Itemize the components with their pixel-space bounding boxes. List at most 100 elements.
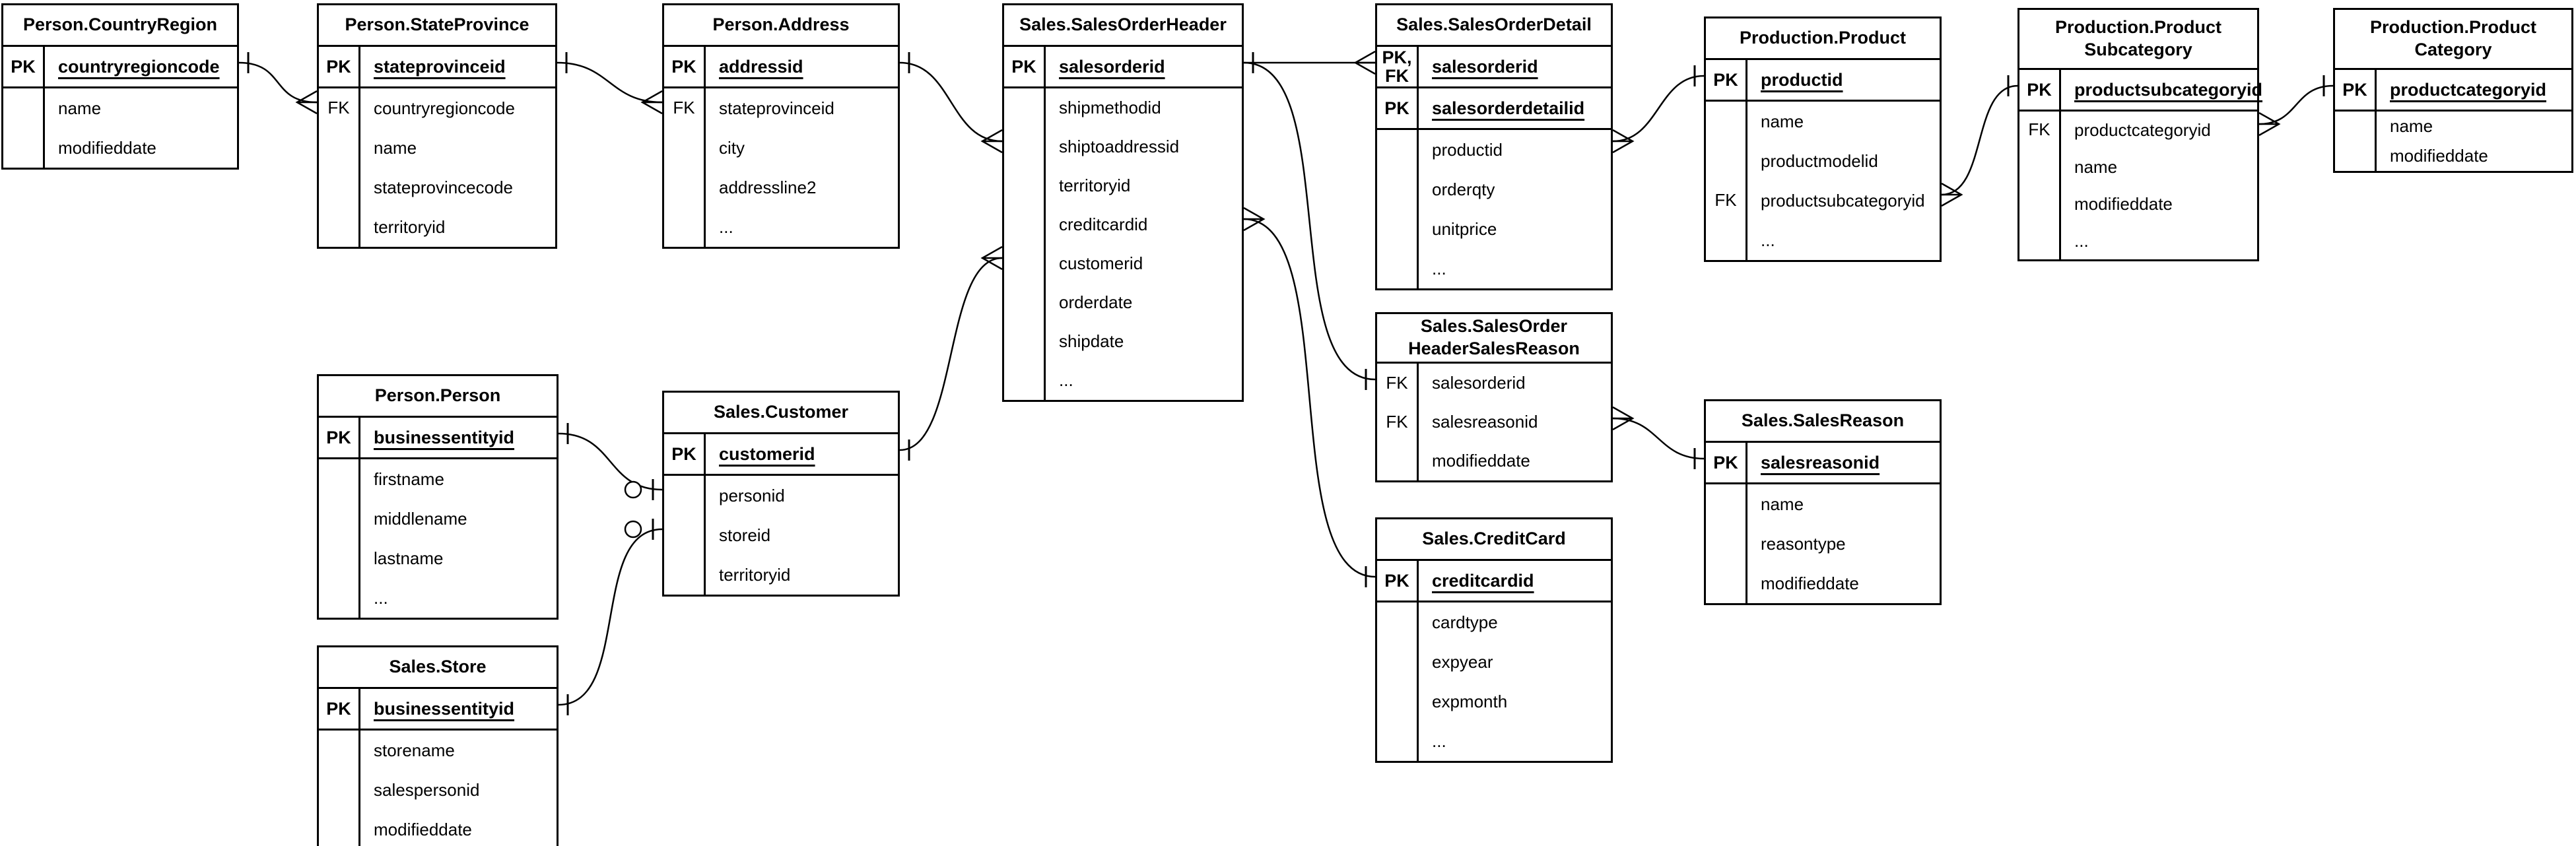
key-attribute-name: salesorderid xyxy=(1432,56,1538,77)
relationship-salesorderheader-creditcard[interactable] xyxy=(1243,207,1376,587)
attribute-name: stateprovinceid xyxy=(719,98,834,118)
relationship-address-salesorderheader[interactable] xyxy=(899,52,1003,154)
key-flag xyxy=(664,515,706,555)
relationship-salesorderdetail-product[interactable] xyxy=(1612,65,1705,154)
attribute-row: customerid xyxy=(1004,244,1242,283)
key-attribute-name: productsubcategoryid xyxy=(2074,79,2263,100)
key-flag: PK xyxy=(2335,70,2377,110)
entity-title: Person.Person xyxy=(319,376,557,418)
relationship-person-customer[interactable] xyxy=(558,423,663,500)
attribute-name: storeid xyxy=(719,525,771,545)
relationship-line xyxy=(1941,84,2018,196)
attribute-name: unitprice xyxy=(1432,218,1497,239)
key-flag xyxy=(1004,283,1046,322)
key-flag xyxy=(1377,170,1419,209)
relationship-salesorderheader-salesorderdetail[interactable] xyxy=(1244,50,1376,75)
attribute-row: name xyxy=(2019,148,2257,185)
relationship-countryregion-stateprovince[interactable] xyxy=(238,52,318,115)
key-flag xyxy=(319,578,360,618)
relationship-line xyxy=(558,432,663,491)
key-flag: PK xyxy=(1706,443,1747,482)
key-flag xyxy=(2019,148,2061,185)
attribute-name: ... xyxy=(374,587,388,608)
key-flag xyxy=(319,207,360,247)
key-flag xyxy=(1377,721,1419,761)
key-flag: PK xyxy=(664,434,706,474)
key-flag xyxy=(319,731,360,770)
crows-foot-marker xyxy=(1941,182,1963,207)
attribute-name: territoryid xyxy=(374,216,446,237)
relationship-line xyxy=(558,528,663,706)
attribute-row: expyear xyxy=(1377,642,1611,682)
key-attribute-name: productid xyxy=(1761,69,1843,90)
attribute-row: name xyxy=(1706,484,1940,524)
attribute-name: city xyxy=(719,137,745,158)
key-flag: FK xyxy=(1377,364,1419,403)
attribute-name: modifieddate xyxy=(1761,573,1859,593)
crows-foot-marker xyxy=(980,245,1003,271)
attribute-row: productid xyxy=(1377,130,1611,170)
key-flag xyxy=(319,810,360,846)
zero-circle-marker xyxy=(624,520,642,538)
key-flag xyxy=(1004,205,1046,244)
attribute-name: cardtype xyxy=(1432,612,1498,632)
attribute-name: middlename xyxy=(374,508,467,529)
attribute-name: productid xyxy=(1432,139,1503,160)
attribute-row: ... xyxy=(1706,220,1940,260)
key-flag: PK xyxy=(664,47,706,86)
attribute-row: salespersonid xyxy=(319,770,557,810)
attribute-name: ... xyxy=(1059,370,1073,390)
key-attribute-name: countryregioncode xyxy=(58,56,220,77)
attribute-name: name xyxy=(2074,156,2118,177)
entity-title: Sales.SalesOrder HeaderSalesReason xyxy=(1377,314,1611,364)
crows-foot-marker xyxy=(2258,112,2281,137)
relationship-line xyxy=(899,257,1003,451)
relationship-salesorderheader-salesorderheadersalesreason[interactable] xyxy=(1243,61,1376,390)
relationship-salesorderheadersalesreason-salesreason[interactable] xyxy=(1612,406,1705,469)
crows-foot-marker xyxy=(1243,207,1266,232)
key-flag xyxy=(319,499,360,538)
relationship-store-customer[interactable] xyxy=(558,519,663,715)
relationship-productsubcategory-productcategory[interactable] xyxy=(2258,75,2334,137)
relationship-line xyxy=(557,61,663,104)
attribute-name: name xyxy=(2390,116,2433,136)
attribute-name: stateprovincecode xyxy=(374,177,514,197)
key-flag xyxy=(3,88,45,128)
relationship-product-productsubcategory[interactable] xyxy=(1941,75,2018,207)
zero-circle-marker xyxy=(624,480,642,499)
attribute-row: modifieddate xyxy=(319,810,557,846)
relationship-stateprovince-address[interactable] xyxy=(557,52,663,115)
attribute-name: name xyxy=(374,137,417,158)
attribute-name: productmodelid xyxy=(1761,150,1878,171)
entity-title: Sales.CreditCard xyxy=(1377,519,1611,561)
attribute-name: expyear xyxy=(1432,651,1493,672)
attribute-row: name xyxy=(2335,112,2571,141)
key-flag xyxy=(1377,441,1419,480)
attribute-row: addressline2 xyxy=(664,168,898,207)
key-flag xyxy=(1004,88,1046,127)
key-attribute-name: addressid xyxy=(719,56,803,77)
attribute-row: ... xyxy=(1377,721,1611,761)
attribute-row: territoryid xyxy=(319,207,555,247)
attribute-name: storename xyxy=(374,740,455,760)
relationship-customer-salesorderheader[interactable] xyxy=(899,245,1003,461)
attribute-name: productcategoryid xyxy=(2074,119,2211,140)
